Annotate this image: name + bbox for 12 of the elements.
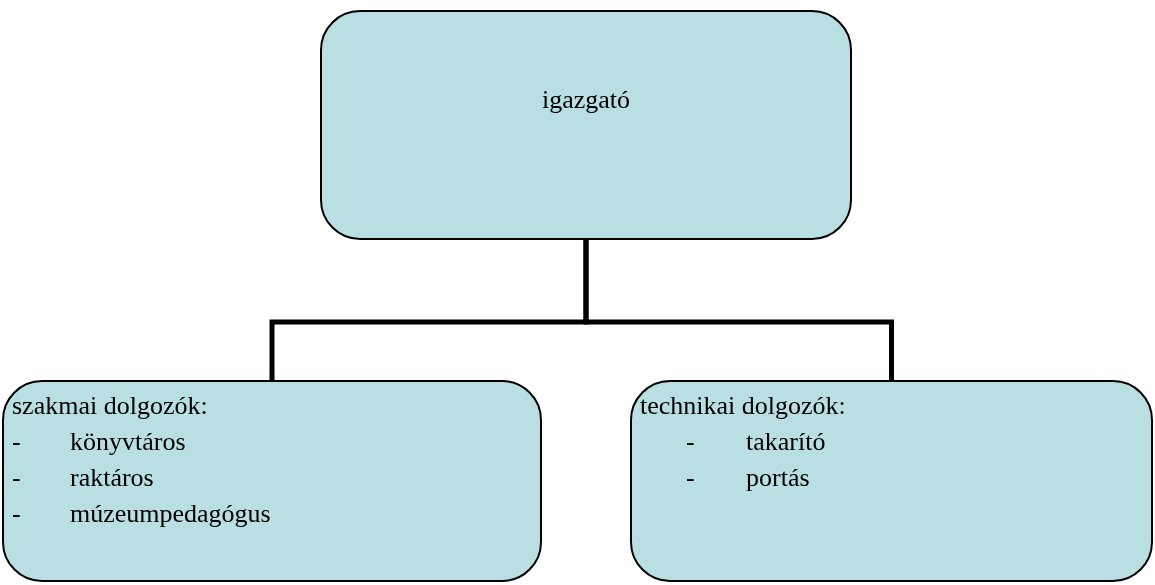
list-item: - könyvtáros xyxy=(12,427,186,456)
box-heading: szakmai dolgozók: xyxy=(12,391,208,420)
rounded-box xyxy=(320,10,852,240)
rounded-box xyxy=(630,380,1153,582)
list-item: - portás xyxy=(686,463,810,492)
list-item: - múzeumpedagógus xyxy=(12,499,271,528)
list-item: - raktáros xyxy=(12,463,154,492)
connector-line xyxy=(583,240,894,380)
rounded-box xyxy=(2,380,542,582)
list-item: - takarító xyxy=(686,427,826,456)
box-title: igazgató xyxy=(541,84,631,116)
box-heading: technikai dolgozók: xyxy=(640,391,846,420)
